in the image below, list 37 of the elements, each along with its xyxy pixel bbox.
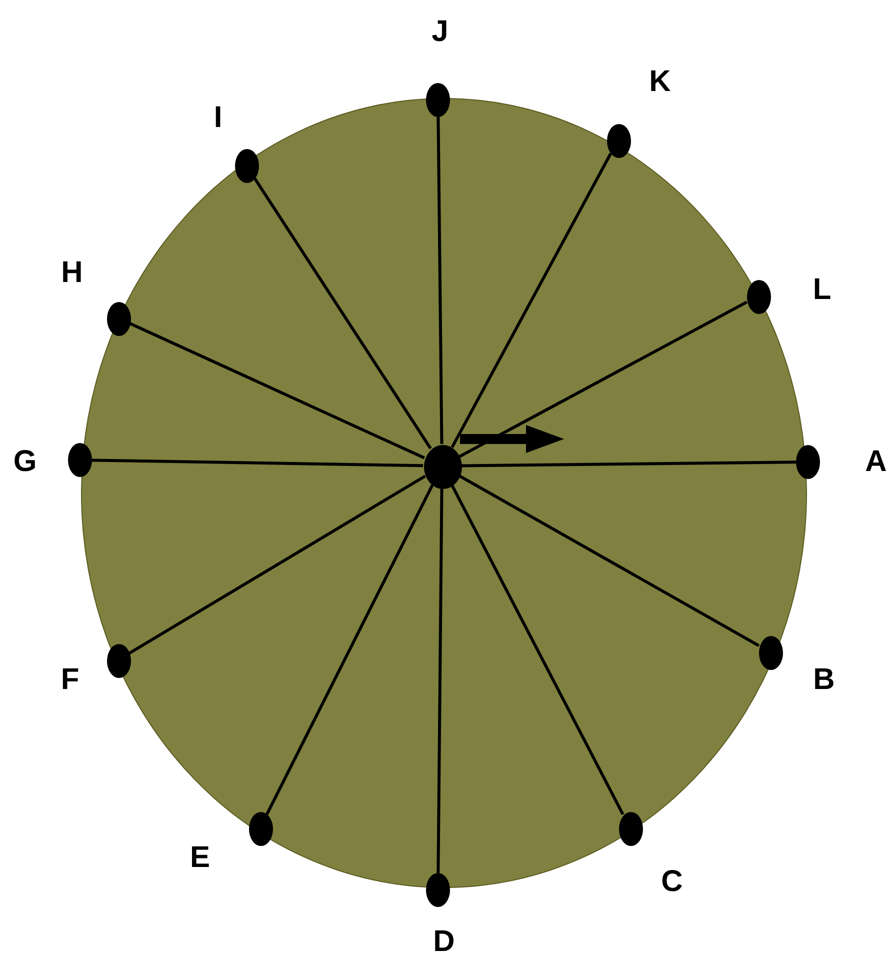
point-marker xyxy=(796,445,820,479)
spoke-line xyxy=(436,488,444,874)
spoke-line xyxy=(460,460,796,468)
point-label: E xyxy=(190,841,210,875)
point-label: B xyxy=(813,663,835,697)
point-marker xyxy=(426,83,450,117)
point-label: L xyxy=(812,273,832,307)
spoke-line xyxy=(92,458,424,468)
point-marker xyxy=(68,443,92,477)
point-marker xyxy=(759,636,783,670)
point-label: K xyxy=(649,65,671,99)
point-label: F xyxy=(60,663,80,697)
point-label: C xyxy=(661,865,683,899)
point-label: D xyxy=(433,925,455,959)
point-label: H xyxy=(61,256,83,290)
point-label: J xyxy=(432,15,448,49)
spoke-line xyxy=(450,152,612,448)
spoke-line xyxy=(128,474,426,655)
spoke-line xyxy=(266,484,434,815)
spoke-line xyxy=(458,300,748,458)
point-label: G xyxy=(13,445,37,479)
spoke-line xyxy=(450,484,624,815)
point-marker xyxy=(107,644,131,678)
point-marker xyxy=(235,149,259,183)
spoke-line xyxy=(436,116,444,444)
point-marker xyxy=(619,812,643,846)
point-marker xyxy=(426,873,450,907)
point-label: I xyxy=(214,101,222,135)
point-marker xyxy=(424,445,462,489)
point-marker xyxy=(249,812,273,846)
point-label: A xyxy=(865,445,887,479)
point-marker xyxy=(107,302,131,336)
spoke-line xyxy=(458,474,760,647)
point-marker xyxy=(747,280,771,314)
spoke-line xyxy=(252,176,432,450)
spoke-line xyxy=(128,322,425,460)
point-marker xyxy=(607,124,631,158)
